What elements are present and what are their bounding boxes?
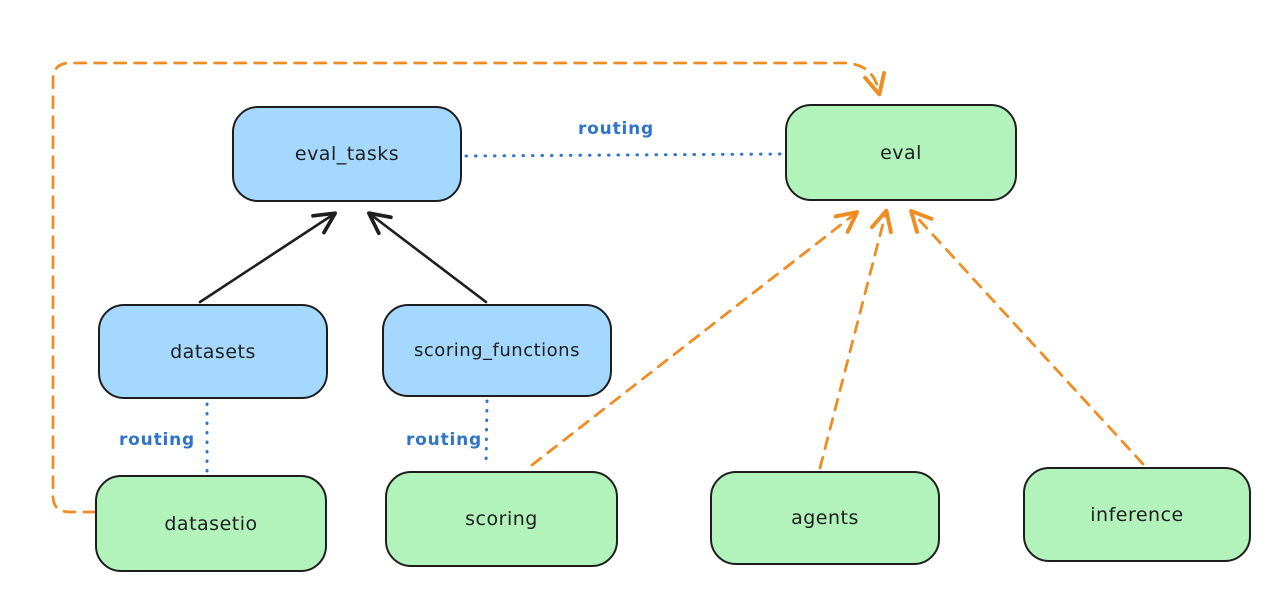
node-scoring-functions: scoring_functions [382, 304, 612, 397]
node-scoring-functions-label: scoring_functions [414, 340, 580, 361]
node-agents-label: agents [791, 507, 859, 529]
edge-datasets-to-eval-tasks [198, 211, 338, 304]
edge-eval-tasks-to-eval-routing [464, 152, 784, 158]
routing-label-scoring-functions-scoring: routing [406, 430, 482, 450]
node-datasets-label: datasets [170, 340, 256, 363]
node-datasets: datasets [98, 304, 328, 399]
node-scoring: scoring [385, 471, 618, 567]
edge-agents-to-eval [818, 208, 893, 470]
routing-label-eval-tasks-eval: routing [578, 119, 654, 139]
node-eval-tasks: eval_tasks [232, 106, 462, 202]
node-agents: agents [710, 471, 940, 565]
node-eval-tasks-label: eval_tasks [294, 143, 400, 165]
node-inference: inference [1023, 467, 1251, 562]
node-eval: eval [785, 104, 1017, 201]
edge-scoring-functions-to-scoring-routing [484, 399, 489, 469]
node-datasetio-label: datasetio [164, 512, 258, 535]
edge-scoring-functions-to-eval-tasks [367, 211, 488, 304]
edge-inference-to-eval [909, 209, 1145, 466]
node-inference-label: inference [1090, 503, 1184, 526]
routing-label-datasets-datasetio: routing [119, 430, 195, 450]
node-eval-label: eval [880, 141, 922, 164]
node-datasetio: datasetio [95, 475, 327, 572]
node-scoring-label: scoring [465, 508, 538, 530]
